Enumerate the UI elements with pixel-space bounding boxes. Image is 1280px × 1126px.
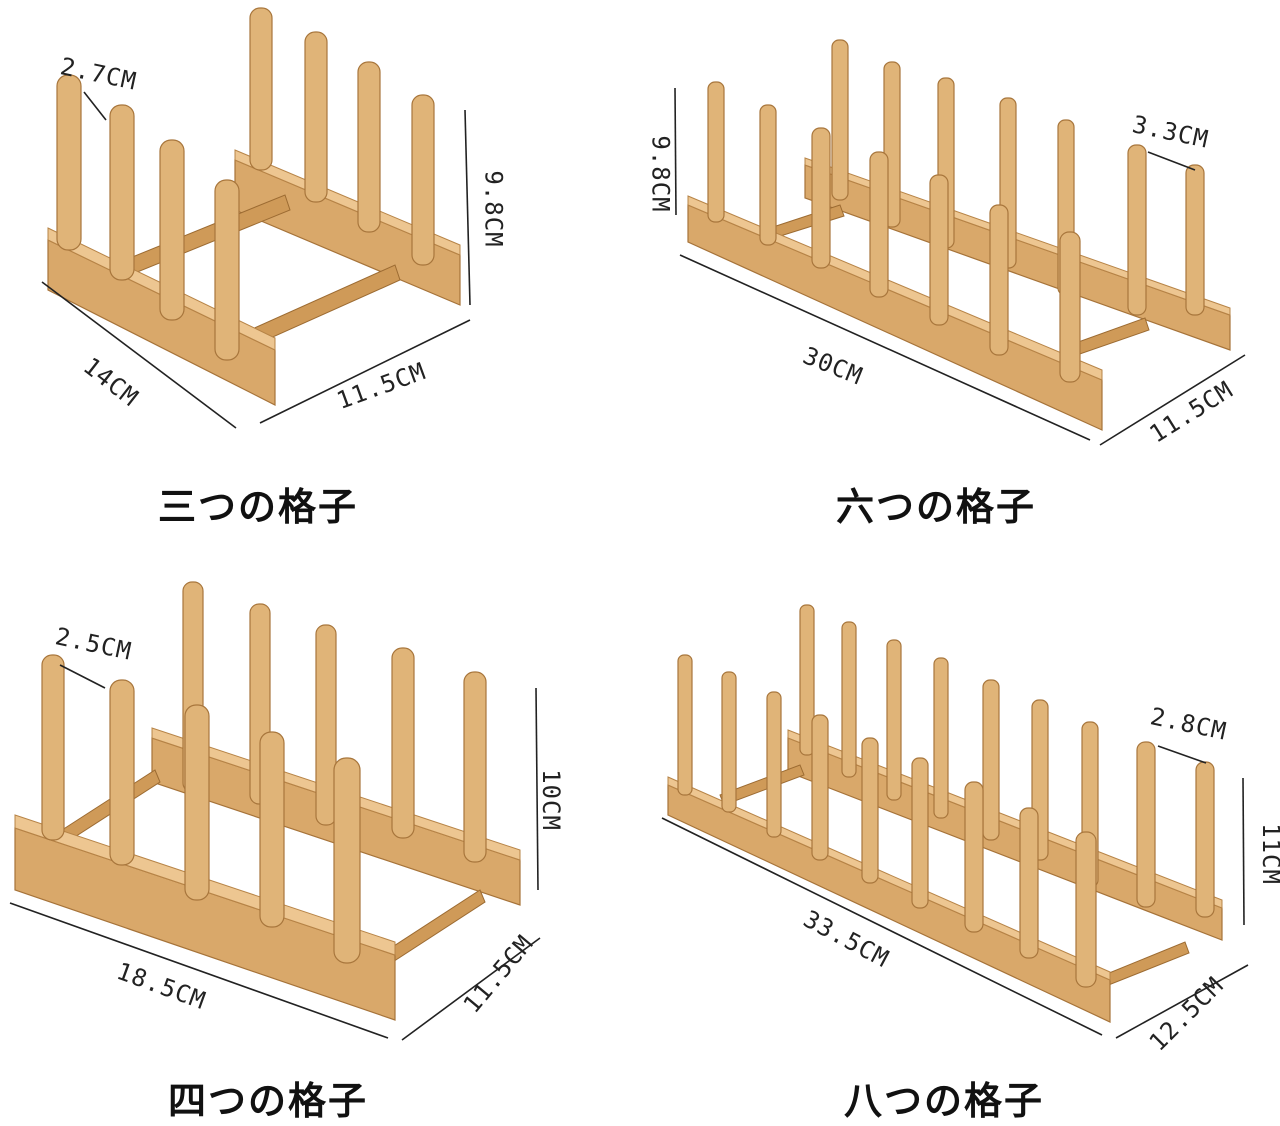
rack-6-slot-illustration (674, 39, 1246, 446)
rack-6-slot-panel: 3.3CM 9.8CM 30CM 11.5CM 六つの格子 (640, 0, 1280, 560)
rack-4-slot-illustration (9, 581, 541, 1041)
cross-bar (124, 194, 291, 276)
caption: 八つの格子 (844, 1079, 1045, 1123)
rack-3-slot-panel: 2.7CM 9.8CM 14CM 11.5CM 三つの格子 (0, 0, 640, 560)
front-rail (687, 204, 1103, 431)
dim-height: 9.8CM (479, 170, 508, 248)
rack-8-slot-illustration (661, 604, 1249, 1039)
rack-3-slot-illustration (41, 7, 471, 429)
rack-4-slot-panel: 2.5CM 10CM 18.5CM 11.5CM 四つの格子 (0, 560, 640, 1126)
caption: 六つの格子 (836, 485, 1037, 529)
cross-bar (249, 264, 401, 346)
dim-height: 10CM (536, 769, 565, 831)
dim-height: 11CM (1256, 823, 1280, 885)
caption: 三つの格子 (158, 485, 359, 529)
rack-8-slot-panel: 2.8CM 11CM 33.5CM 12.5CM 八つの格子 (640, 560, 1280, 1126)
dim-height: 9.8CM (646, 135, 675, 213)
caption: 四つの格子 (168, 1079, 369, 1123)
